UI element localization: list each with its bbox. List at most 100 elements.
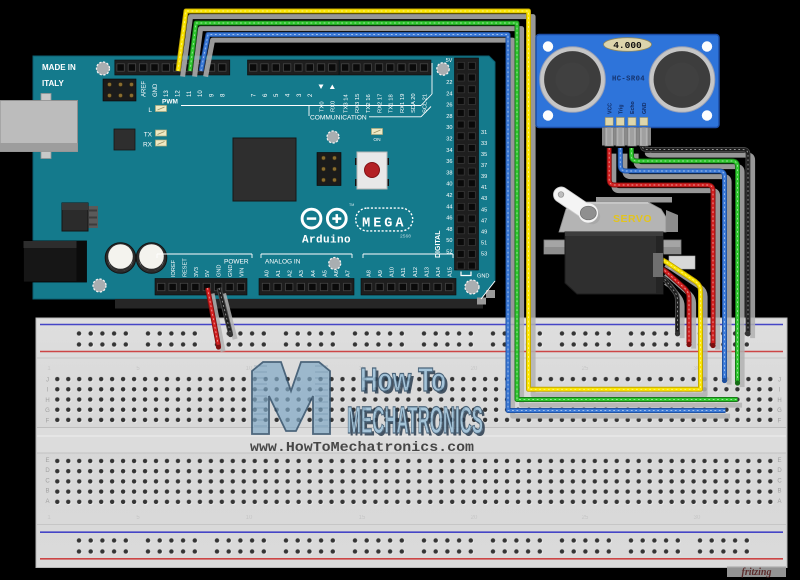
svg-text:G: G <box>45 408 50 414</box>
svg-text:4.000: 4.000 <box>613 40 642 51</box>
svg-text:20: 20 <box>471 515 478 521</box>
svg-text:A10: A10 <box>390 267 396 277</box>
svg-text:A9: A9 <box>378 270 384 277</box>
svg-text:A5: A5 <box>322 270 328 277</box>
svg-text:F: F <box>46 418 50 424</box>
svg-text:D: D <box>45 468 50 474</box>
svg-text:5: 5 <box>136 366 140 372</box>
svg-text:49: 49 <box>481 229 487 235</box>
svg-text:A11: A11 <box>401 267 407 277</box>
svg-text:30: 30 <box>694 366 701 372</box>
svg-text:25: 25 <box>582 366 589 372</box>
svg-text:A13: A13 <box>424 267 430 277</box>
svg-text:37: 37 <box>481 163 487 169</box>
svg-text:33: 33 <box>481 141 487 147</box>
svg-text:31: 31 <box>481 130 487 136</box>
svg-text:44: 44 <box>446 204 452 210</box>
svg-text:9: 9 <box>209 93 215 97</box>
svg-text:22: 22 <box>446 80 452 86</box>
svg-text:A2: A2 <box>288 270 294 277</box>
svg-text:IOREF: IOREF <box>171 259 177 277</box>
svg-text:Echo: Echo <box>630 101 636 114</box>
svg-text:40: 40 <box>446 182 452 188</box>
svg-text:G: G <box>777 408 782 414</box>
svg-text:How To: How To <box>360 361 446 398</box>
svg-text:H: H <box>777 398 781 404</box>
svg-text:A6: A6 <box>334 270 340 277</box>
svg-text:39: 39 <box>481 174 487 180</box>
svg-text:45: 45 <box>481 207 487 213</box>
svg-text:Arduino: Arduino <box>302 235 351 247</box>
svg-text:7: 7 <box>252 93 258 97</box>
svg-text:RX2 17: RX2 17 <box>377 94 383 113</box>
svg-text:TX1 18: TX1 18 <box>389 94 395 113</box>
svg-text:13: 13 <box>164 90 170 97</box>
svg-text:10: 10 <box>246 366 253 372</box>
svg-text:28: 28 <box>446 114 452 120</box>
svg-text:25: 25 <box>582 515 589 521</box>
svg-text:A14: A14 <box>436 267 442 277</box>
svg-text:GND: GND <box>477 274 489 280</box>
svg-text:32: 32 <box>446 137 452 143</box>
svg-text:RX0: RX0 <box>331 101 337 112</box>
svg-text:RX1 19: RX1 19 <box>400 94 406 113</box>
svg-text:RX3 15: RX3 15 <box>355 94 361 113</box>
svg-text:L: L <box>148 107 152 114</box>
svg-text:4: 4 <box>286 93 292 97</box>
svg-text:ON: ON <box>373 137 381 143</box>
svg-text:46: 46 <box>446 216 452 222</box>
svg-text:Trig: Trig <box>619 104 625 114</box>
svg-text:15: 15 <box>359 366 366 372</box>
svg-text:E: E <box>777 458 781 464</box>
svg-text:12: 12 <box>176 90 182 97</box>
svg-text:F: F <box>778 418 782 424</box>
svg-text:24: 24 <box>446 91 452 97</box>
svg-text:30: 30 <box>446 125 452 131</box>
svg-text:6: 6 <box>263 93 269 97</box>
svg-text:I: I <box>779 388 781 394</box>
svg-text:TM: TM <box>349 203 354 207</box>
svg-text:GND: GND <box>153 83 159 97</box>
svg-text:COMMUNICATION: COMMUNICATION <box>310 115 367 122</box>
svg-text:VCC: VCC <box>607 103 613 114</box>
svg-text:RX: RX <box>143 142 153 149</box>
svg-text:B: B <box>777 489 781 495</box>
svg-text:TX: TX <box>144 132 153 139</box>
svg-text:1: 1 <box>47 515 51 521</box>
svg-text:C: C <box>777 478 782 484</box>
svg-text:26: 26 <box>446 103 452 109</box>
svg-text:41: 41 <box>481 185 487 191</box>
svg-text:GND: GND <box>642 102 648 114</box>
svg-text:53: 53 <box>481 251 487 257</box>
svg-text:5V: 5V <box>446 58 453 64</box>
svg-text:GND: GND <box>228 265 234 277</box>
svg-text:8: 8 <box>221 93 227 97</box>
svg-text:POWER: POWER <box>224 259 249 266</box>
svg-text:36: 36 <box>446 159 452 165</box>
svg-text:11: 11 <box>187 90 193 97</box>
svg-text:5V: 5V <box>205 270 211 277</box>
svg-text:30: 30 <box>694 515 701 521</box>
svg-text:VIN: VIN <box>239 268 245 277</box>
svg-text:C: C <box>45 478 50 484</box>
svg-text:3: 3 <box>297 93 303 97</box>
svg-text:A: A <box>45 499 49 505</box>
svg-text:MECHATRONICS: MECHATRONICS <box>350 403 486 445</box>
svg-text:D: D <box>777 468 782 474</box>
svg-text:10: 10 <box>198 90 204 97</box>
svg-text:3V3: 3V3 <box>194 267 200 277</box>
svg-text:TX2 16: TX2 16 <box>366 94 372 113</box>
svg-text:MADE IN: MADE IN <box>42 63 76 72</box>
svg-text:MECHATRONICS: MECHATRONICS <box>347 400 483 442</box>
svg-text:PWM: PWM <box>162 99 178 106</box>
svg-text:5: 5 <box>274 93 280 97</box>
svg-text:A1: A1 <box>276 270 282 277</box>
svg-text:HC-SR04: HC-SR04 <box>612 76 645 84</box>
svg-text:SERVO: SERVO <box>613 213 652 225</box>
svg-text:A8: A8 <box>366 270 372 277</box>
svg-text:5: 5 <box>136 515 140 521</box>
svg-text:GND: GND <box>217 265 223 277</box>
svg-text:15: 15 <box>359 515 366 521</box>
svg-text:10: 10 <box>246 515 253 521</box>
svg-text:AREF: AREF <box>142 81 148 97</box>
